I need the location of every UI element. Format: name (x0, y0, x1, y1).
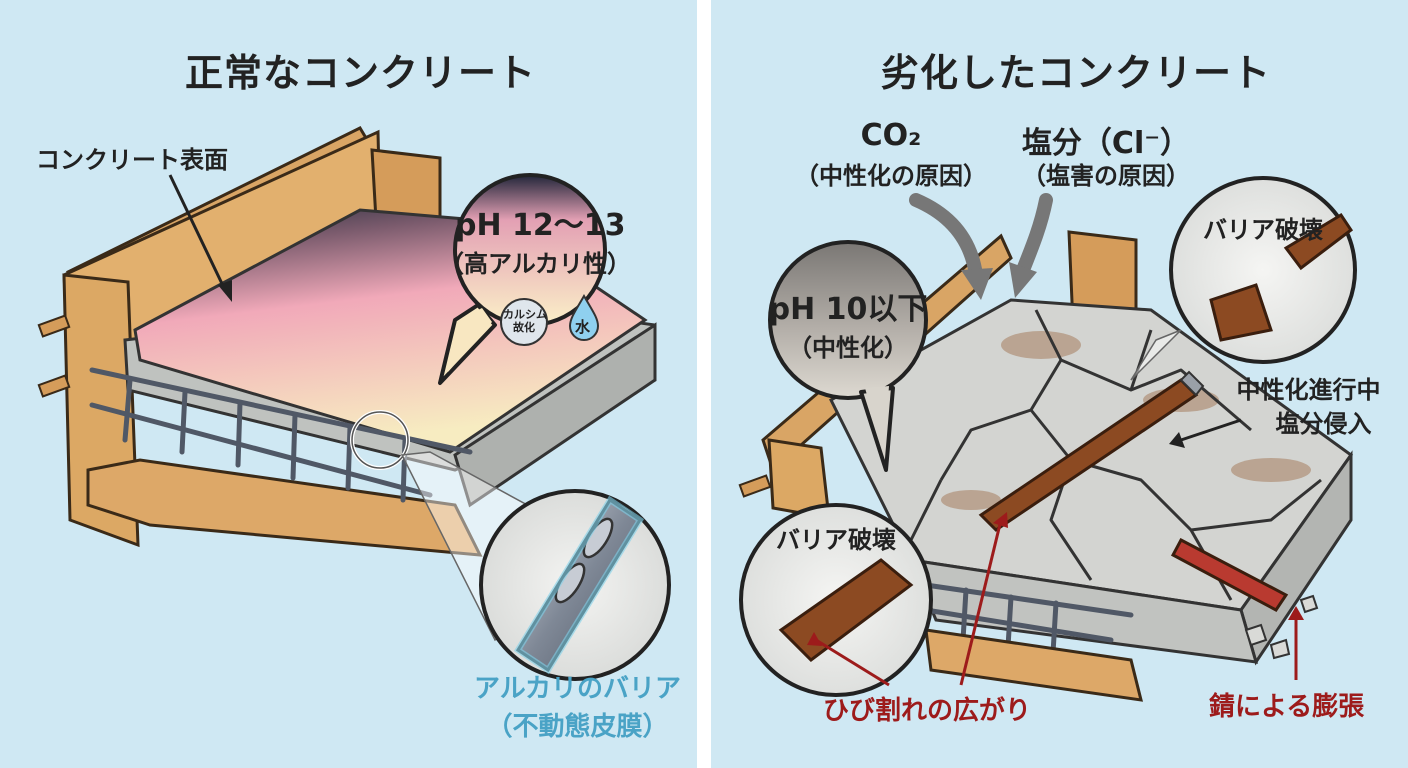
expanding-rebar (1170, 537, 1289, 612)
barrier-break-bottom-label: バリア破壊 (776, 526, 896, 554)
rust-label: 錆による膨張 (1209, 692, 1365, 722)
rust-stains (941, 331, 1311, 510)
rust-chunk-top (1209, 283, 1273, 342)
barrier-line1: アルカリのバリア (474, 674, 681, 704)
ph-bubble (768, 240, 928, 400)
left-ph-desc: （高アルカリ性） (440, 250, 632, 278)
water-drop-icon (568, 293, 600, 341)
calcium-line1: カルシム (503, 308, 547, 321)
wood-front-board (86, 458, 483, 557)
magnified-rebar (513, 495, 645, 675)
salt-desc: （塩害の原因） (1022, 162, 1190, 190)
crack-pointer (959, 519, 1003, 686)
debris (1244, 594, 1319, 660)
progress-pointer (1180, 418, 1242, 442)
salt-arrow (1016, 193, 1053, 277)
barrier-line2: （不動態皮膜） (486, 712, 669, 742)
degraded-concrete-panel: 劣化したコンクリート CO₂ （中性化の原因） 塩分（Cl⁻） （塩害の原因） … (711, 0, 1408, 768)
left-ph-value: pH 12〜13 (455, 208, 626, 243)
water-label: 水 (575, 318, 591, 336)
progress-line2: 塩分侵入 (1275, 410, 1372, 438)
surface-pointer-arrow (168, 174, 227, 291)
left-title: 正常なコンクリート (185, 51, 537, 95)
right-ph-value: pH 10以下 (768, 292, 928, 327)
progress-line1: 中性化進行中 (1236, 376, 1381, 404)
normal-concrete-art (37, 126, 671, 681)
barrier-break-circle-top (1169, 176, 1357, 364)
calcium-label: カルシム 故化 (503, 308, 547, 334)
crack-label: ひび割れの広がり (823, 696, 1032, 726)
normal-concrete-panel: 正常なコンクリート コンクリート表面 pH 12〜13 （高アルカリ性） カルシ… (0, 0, 697, 768)
degraded-concrete-art (738, 176, 1357, 702)
wood-front-board (924, 628, 1143, 702)
rusty-rebar (978, 370, 1205, 532)
calcium-circle (500, 298, 548, 346)
rebar-grid (923, 582, 1134, 656)
co2-desc: （中性化の原因） (795, 162, 987, 190)
right-title: 劣化したコンクリート (881, 51, 1272, 95)
calcium-line2: 故化 (513, 321, 535, 334)
barrier-break-top-label: バリア破壊 (1203, 216, 1323, 244)
right-ph-desc: （中性化） (788, 334, 908, 362)
salt-label: 塩分（Cl⁻） (1021, 126, 1191, 161)
co2-arrow (909, 193, 983, 282)
ph-bubble (452, 173, 608, 327)
co2-label: CO₂ (860, 118, 922, 153)
surface-label: コンクリート表面 (36, 146, 228, 174)
